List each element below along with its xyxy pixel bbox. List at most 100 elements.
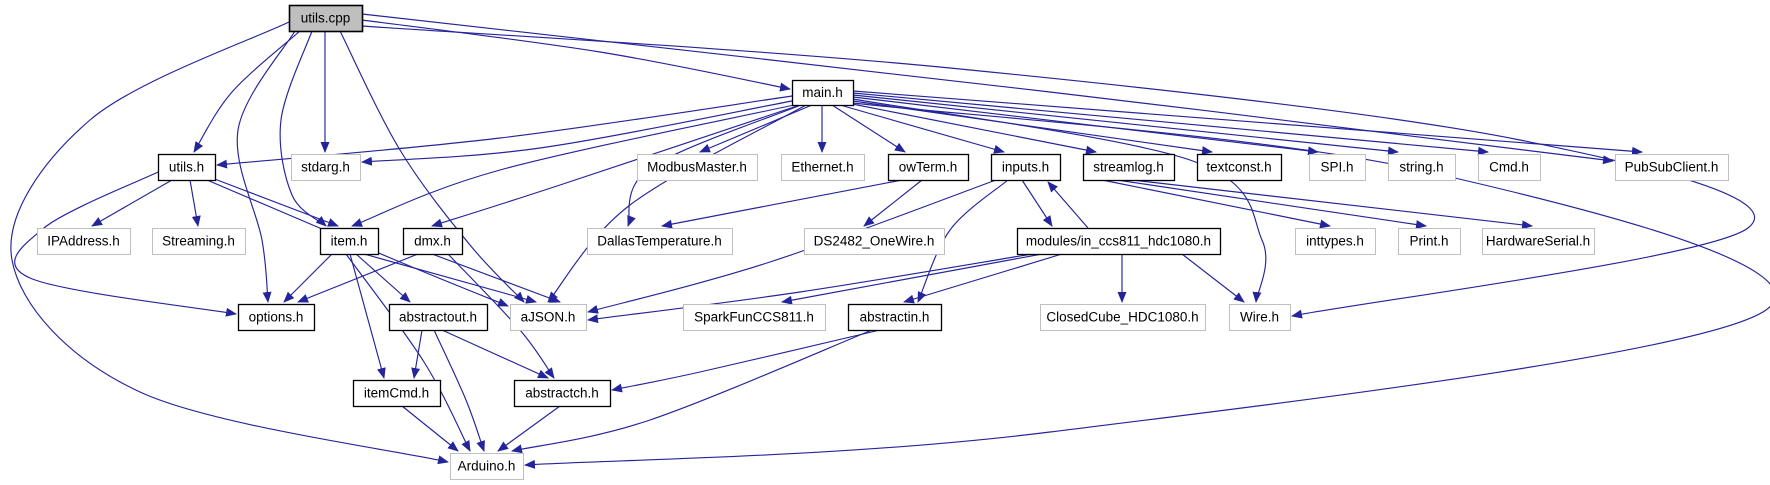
node-arduino-h[interactable]: Arduino.h bbox=[450, 453, 524, 480]
node-label: ModbusMaster.h bbox=[647, 160, 747, 175]
node-box bbox=[1615, 154, 1729, 181]
edge-utils-cpp-to-arduino-h bbox=[10, 21, 449, 465]
edge-utils-h-to-ipaddress-h bbox=[91, 179, 173, 227]
node-box bbox=[990, 153, 1062, 182]
edge-abstractout-h-to-arduino-h bbox=[433, 329, 485, 452]
node-dallastemperature-h[interactable]: DallasTemperature.h bbox=[587, 228, 733, 255]
edge-utils-cpp-to-main-h bbox=[361, 19, 791, 92]
edge-dmx-h-to-options-h bbox=[297, 253, 419, 303]
node-box bbox=[1478, 154, 1541, 181]
node-box bbox=[1309, 154, 1366, 181]
edge-utils-h-to-item-h bbox=[211, 177, 339, 227]
edge-utils-cpp-to-options-h bbox=[236, 30, 296, 303]
node-box bbox=[288, 4, 364, 33]
node-string-h[interactable]: string.h bbox=[1388, 154, 1456, 181]
edge-utils-cpp-to-wire-h bbox=[361, 25, 1756, 319]
node-abstractout-h[interactable]: abstractout.h bbox=[388, 303, 489, 332]
node-streaming-h[interactable]: Streaming.h bbox=[152, 228, 246, 255]
node-itemcmd-h[interactable]: itemCmd.h bbox=[352, 379, 442, 408]
edge-abstractch-h-to-arduino-h bbox=[497, 405, 561, 452]
edge-main-h-to-owterm-h bbox=[831, 104, 906, 153]
node-box bbox=[352, 379, 442, 408]
node-owterm-h[interactable]: owTerm.h bbox=[887, 153, 970, 182]
node-box bbox=[1040, 304, 1206, 331]
edge-utils-cpp-to-pubsubclient-h bbox=[361, 13, 1614, 165]
node-box bbox=[781, 154, 865, 181]
node-label: textconst.h bbox=[1206, 160, 1271, 175]
edge-owterm-h-to-ds2482-onewire-h bbox=[863, 179, 923, 227]
node-label: main.h bbox=[802, 85, 843, 100]
node-label: stdarg.h bbox=[301, 160, 350, 175]
node-label: SparkFunCCS811.h bbox=[694, 310, 814, 325]
node-ds2482-onewire-h[interactable]: DS2482_OneWire.h bbox=[804, 228, 945, 255]
node-spi-h[interactable]: SPI.h bbox=[1309, 154, 1366, 181]
node-box bbox=[847, 303, 943, 332]
edge-abstractout-h-to-abstractch-h bbox=[441, 329, 549, 379]
node-label: HardwareSerial.h bbox=[1486, 234, 1590, 249]
node-cmd-h[interactable]: Cmd.h bbox=[1478, 154, 1541, 181]
node-textconst-h[interactable]: textconst.h bbox=[1196, 153, 1283, 182]
node-print-h[interactable]: Print.h bbox=[1398, 228, 1461, 255]
node-sparkfunccs811-h[interactable]: SparkFunCCS811.h bbox=[683, 304, 826, 331]
edge-utils-cpp-to-ajson-h bbox=[339, 30, 525, 303]
node-closedcube-hdc1080-h[interactable]: ClosedCube_HDC1080.h bbox=[1040, 304, 1206, 331]
node-label: ClosedCube_HDC1080.h bbox=[1046, 310, 1198, 325]
edge-item-h-to-itemcmd-h bbox=[349, 253, 386, 379]
node-label: utils.cpp bbox=[301, 11, 351, 26]
node-ajson-h[interactable]: aJSON.h bbox=[510, 304, 587, 331]
node-box bbox=[1388, 154, 1456, 181]
edge-main-h-to-streamlog-h bbox=[846, 102, 1097, 155]
edge-dmx-h-to-ajson-h bbox=[431, 253, 561, 303]
node-label: options.h bbox=[249, 310, 304, 325]
edge-modules-in-ccs811-hdc1080-h-to-ajson-h bbox=[587, 253, 1033, 324]
node-box bbox=[1229, 304, 1291, 331]
node-box bbox=[1016, 227, 1222, 256]
edge-itemcmd-h-to-arduino-h bbox=[401, 405, 459, 452]
node-options-h[interactable]: options.h bbox=[237, 303, 316, 332]
node-utils-h[interactable]: utils.h bbox=[157, 153, 217, 182]
node-dmx-h[interactable]: dmx.h bbox=[402, 227, 464, 256]
edge-main-h-to-modbusmaster-h bbox=[699, 104, 813, 153]
edge-inputs-h-to-ajson-h bbox=[587, 179, 997, 314]
node-pubsubclient-h[interactable]: PubSubClient.h bbox=[1615, 154, 1729, 181]
edge-inputs-h-to-modules-in-ccs811-hdc1080-h bbox=[1021, 179, 1053, 227]
edge-item-h-to-arduino-h bbox=[345, 253, 471, 452]
node-box bbox=[683, 304, 826, 331]
edge-streamlog-h-to-print-h bbox=[1116, 179, 1427, 229]
node-hardwareserial-h[interactable]: HardwareSerial.h bbox=[1482, 228, 1595, 255]
node-label: string.h bbox=[1399, 160, 1443, 175]
node-stdarg-h[interactable]: stdarg.h bbox=[291, 154, 361, 181]
node-box bbox=[510, 304, 587, 331]
node-item-h[interactable]: item.h bbox=[319, 227, 380, 256]
edge-main-h-to-stdarg-h bbox=[361, 100, 793, 166]
edge-abstractout-h-to-itemcmd-h bbox=[411, 329, 423, 379]
node-inttypes-h[interactable]: inttypes.h bbox=[1295, 228, 1376, 255]
node-utils-cpp[interactable]: utils.cpp bbox=[288, 4, 364, 33]
edge-main-h-to-dmx-h bbox=[431, 104, 801, 228]
node-modbusmaster-h[interactable]: ModbusMaster.h bbox=[637, 154, 758, 181]
edge-main-h-to-string-h bbox=[852, 94, 1399, 156]
node-inputs-h[interactable]: inputs.h bbox=[990, 153, 1062, 182]
node-box bbox=[804, 228, 945, 255]
edge-utils-cpp-to-utils-h bbox=[193, 30, 301, 153]
node-box bbox=[152, 228, 246, 255]
node-main-h[interactable]: main.h bbox=[791, 79, 855, 107]
node-label: PubSubClient.h bbox=[1625, 160, 1719, 175]
node-ipaddress-h[interactable]: IPAddress.h bbox=[37, 228, 131, 255]
edge-main-h-to-arduino-h bbox=[524, 102, 1770, 469]
edge-streamlog-h-to-inttypes-h bbox=[1101, 179, 1331, 229]
node-abstractin-h[interactable]: abstractin.h bbox=[847, 303, 943, 332]
node-abstractch-h[interactable]: abstractch.h bbox=[513, 379, 612, 408]
edge-utils-h-to-options-h bbox=[14, 171, 237, 317]
node-modules-in-ccs811-hdc1080-h[interactable]: modules/in_ccs811_hdc1080.h bbox=[1016, 227, 1222, 256]
edge-modules-in-ccs811-hdc1080-h-to-sparkfunccs811-h bbox=[781, 253, 1043, 305]
edge-main-h-to-item-h bbox=[351, 104, 795, 227]
node-label: Wire.h bbox=[1240, 310, 1279, 325]
node-wire-h[interactable]: Wire.h bbox=[1229, 304, 1291, 331]
node-streamlog-h[interactable]: streamlog.h bbox=[1082, 153, 1176, 182]
node-ethernet-h[interactable]: Ethernet.h bbox=[781, 154, 865, 181]
node-box bbox=[450, 453, 524, 480]
edge-item-h-to-ajson-h bbox=[363, 253, 537, 304]
node-box bbox=[37, 228, 131, 255]
